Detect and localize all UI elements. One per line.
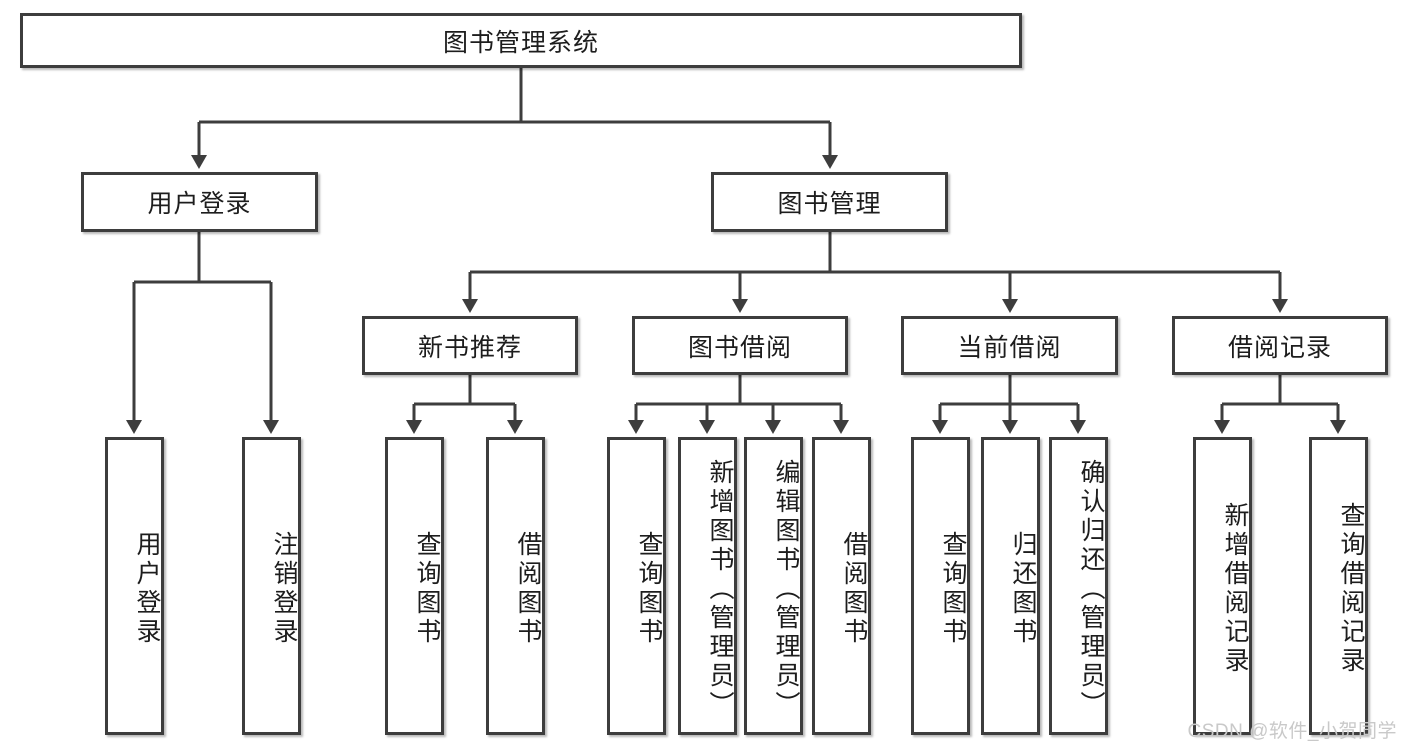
node-user-login[interactable]: 用户登录 — [81, 172, 318, 232]
leaf-label: 新增借阅记录 — [1221, 502, 1249, 676]
leaf-label: 借阅图书 — [514, 531, 542, 647]
leaf-label: 查询借阅记录 — [1337, 502, 1365, 676]
leaf-book-borrow-edit-admin[interactable]: 编辑图书（管理员） — [744, 437, 803, 735]
leaf-book-borrow-borrow[interactable]: 借阅图书 — [812, 437, 871, 735]
leaf-borrow-record-add[interactable]: 新增借阅记录 — [1193, 437, 1252, 735]
node-new-book-recommend[interactable]: 新书推荐 — [362, 316, 578, 375]
leaf-label: 新增图书（管理员） — [706, 458, 734, 720]
leaf-current-borrow-return[interactable]: 归还图书 — [981, 437, 1040, 735]
leaf-label: 用户登录 — [133, 531, 161, 647]
leaf-user-login-logout[interactable]: 注销登录 — [242, 437, 301, 735]
leaf-new-book-borrow[interactable]: 借阅图书 — [486, 437, 545, 735]
leaf-book-borrow-query[interactable]: 查询图书 — [607, 437, 666, 735]
leaf-label: 查询图书 — [635, 531, 663, 647]
leaf-label: 归还图书 — [1009, 531, 1037, 647]
leaf-label: 注销登录 — [270, 531, 298, 647]
leaf-new-book-query[interactable]: 查询图书 — [385, 437, 444, 735]
node-book-management[interactable]: 图书管理 — [711, 172, 948, 232]
leaf-label: 编辑图书（管理员） — [772, 458, 800, 720]
node-current-borrow[interactable]: 当前借阅 — [901, 316, 1118, 375]
node-book-borrow[interactable]: 图书借阅 — [632, 316, 848, 375]
leaf-label: 借阅图书 — [840, 531, 868, 647]
leaf-book-borrow-add-admin[interactable]: 新增图书（管理员） — [678, 437, 737, 735]
leaf-current-borrow-query[interactable]: 查询图书 — [911, 437, 970, 735]
leaf-user-login-login[interactable]: 用户登录 — [105, 437, 164, 735]
leaf-label: 确认归还（管理员） — [1077, 458, 1105, 720]
leaf-borrow-record-query[interactable]: 查询借阅记录 — [1309, 437, 1368, 735]
leaf-label: 查询图书 — [939, 531, 967, 647]
node-root-book-management-system[interactable]: 图书管理系统 — [20, 13, 1022, 68]
leaf-label: 查询图书 — [413, 531, 441, 647]
node-borrow-record[interactable]: 借阅记录 — [1172, 316, 1388, 375]
csdn-watermark: CSDN @软件_小贺同学 — [1187, 721, 1397, 742]
leaf-current-borrow-confirm-admin[interactable]: 确认归还（管理员） — [1049, 437, 1108, 735]
